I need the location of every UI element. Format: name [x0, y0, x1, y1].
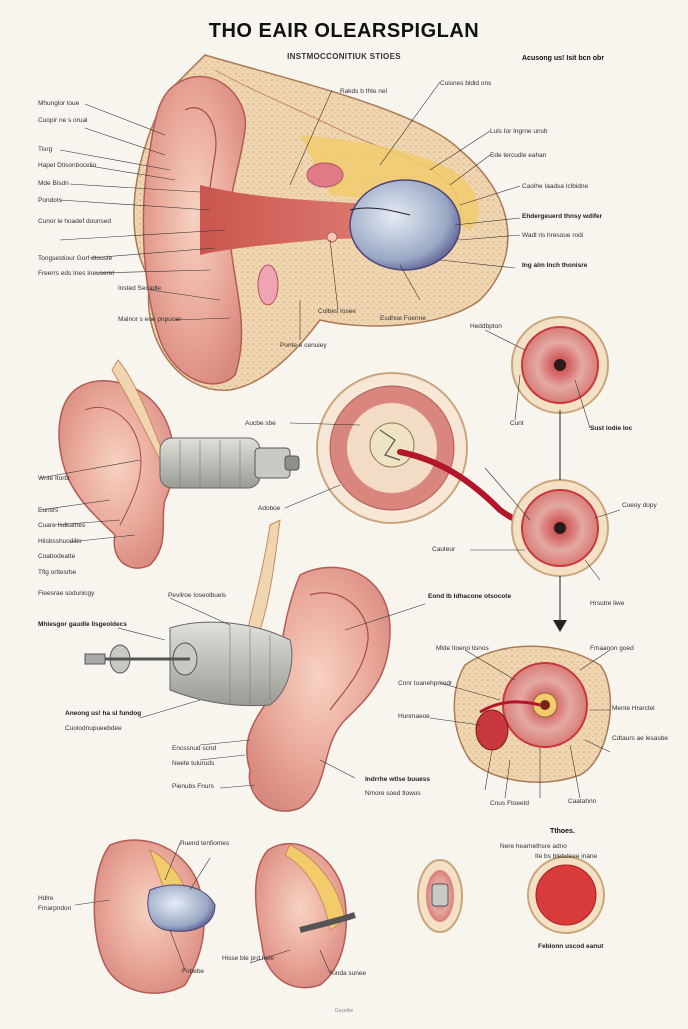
label: Heddbpton — [470, 323, 502, 330]
label: Sust lodie Ioc — [590, 425, 633, 432]
label: Ite bs blebdeee inane — [535, 853, 598, 860]
section-heading: Tthoes. — [550, 828, 575, 835]
label: Eunsrs — [38, 507, 59, 514]
ear-with-earbud — [58, 359, 300, 569]
label: Fobebe — [182, 968, 205, 975]
label: Aneong us! ha sl fundog — [65, 710, 142, 717]
bottom-cross-2 — [527, 856, 605, 934]
label: Colbes Iosee — [318, 308, 356, 315]
label: Pondots — [38, 197, 62, 204]
label: Cuopir ne s orual — [38, 117, 88, 124]
eardrum — [349, 179, 461, 271]
label: Mente Hrarctel — [612, 705, 655, 712]
earbud-device — [159, 437, 261, 489]
label: Hapet Dtisonbocelio — [38, 162, 97, 169]
label: Cunt — [510, 420, 524, 427]
label: Caolhe Iaadsa Iclbidne — [522, 183, 589, 190]
bottom-cross-1 — [417, 859, 463, 933]
lower-ear-with-hearing-device — [84, 519, 391, 812]
label: Mlde Itoeno tisnos — [436, 645, 489, 652]
label: Kinda sunee — [330, 970, 367, 977]
label: Hdlre — [38, 895, 54, 902]
lower-leader-lines — [117, 597, 611, 799]
label: Mde Bisdn — [38, 180, 69, 187]
label: Insted Secadle — [118, 285, 162, 292]
label: Cunor le hoadef dounsed — [38, 218, 112, 225]
hearing-device — [169, 621, 293, 707]
label: Ehdergeuerd thnsy wdifer — [522, 213, 603, 220]
label: Hisse ble prd hele — [222, 955, 275, 962]
label: Fmaanon goed — [590, 645, 634, 652]
label: Nmore soed tlowus — [365, 790, 421, 797]
label: Indrrhe wtlse buuess — [365, 776, 431, 783]
label: Cauteur — [432, 546, 456, 553]
label: Rakds b thte nel — [340, 88, 387, 95]
outer-ear-cross-section — [133, 54, 509, 391]
label: Pienubs Fnurs — [172, 783, 214, 790]
bottom-ear-2 — [254, 843, 356, 989]
label: Hunmaeoe — [398, 713, 430, 720]
label: Adoboe — [258, 505, 281, 512]
label: Cuare Isdkatnes — [38, 522, 86, 529]
label: Caatahnn — [568, 798, 597, 805]
label: Cuisnes bldid ons — [440, 80, 492, 87]
label: Tisrg — [38, 146, 53, 153]
label: Hrsutre liwe — [590, 600, 625, 607]
label: Cnus Ftoeetd — [490, 800, 530, 807]
label: Hilsbsshuodilts — [38, 538, 82, 545]
label: Ede tercudle eahan — [490, 152, 547, 159]
label: Fmarpndon — [38, 905, 72, 912]
label: Wnte Itorbr — [38, 475, 71, 482]
top-leader-lines — [59, 81, 521, 340]
label: Freerrs eds Ines Ineuseret — [38, 270, 115, 277]
label: Fieesrae sodunicgy — [38, 590, 95, 597]
label: Tongsestiour Gorf dtousle — [38, 255, 113, 262]
label: Feblonn uscod eanut — [538, 943, 604, 950]
label: Neete tuluruds — [172, 760, 215, 767]
bottom-ear-1 — [93, 839, 216, 994]
footer-text: Gayelbe — [334, 1008, 354, 1014]
canal-detail-circle — [316, 372, 563, 532]
label: Aucbe sbe — [245, 420, 276, 427]
label: Cnnr toanehpmodr — [398, 680, 453, 687]
label: Pevilroe Ioseolbuels — [168, 592, 227, 599]
label: Cueoy dopy — [622, 502, 657, 509]
label: Cdtaurs ae lesasbe — [612, 735, 669, 742]
bottom-leader-lines — [74, 842, 331, 974]
label: Coabodeatte — [38, 553, 76, 560]
lower-right-section — [453, 645, 612, 783]
poster-subtitle: INSTMOCCONITIUK STIOES — [287, 52, 401, 61]
label: Encssnud scnd — [172, 745, 217, 752]
label: Ponte e cenuiey — [280, 342, 327, 349]
gland — [306, 162, 344, 188]
auricle — [142, 75, 247, 385]
label: Mhunglor loue — [38, 100, 80, 107]
label: Eond Ib Idhacone otsocote — [428, 593, 512, 600]
label: Tflg orttesrbe — [38, 569, 77, 576]
label: Malnor s eoe pnpuoer — [118, 316, 182, 323]
poster-title: THO EAIR OLEARSPIGLAN — [208, 20, 480, 42]
label: Cuolodnupueebdee — [65, 725, 122, 732]
earbud-blue — [147, 884, 216, 932]
section-heading: Acusong us! Isit bcn obr — [522, 55, 605, 62]
label: Ing alm Inch thonisre — [522, 262, 588, 269]
label: Ruend tenfiomes — [180, 840, 230, 847]
label: Wadl ris hresoue rodi — [522, 232, 584, 239]
label: Nere hearnethsre adno — [500, 843, 567, 850]
mid-leader-lines — [39, 329, 621, 581]
label: Mhlesgor gaudle lisgeoldecs — [38, 621, 127, 628]
right-discs — [511, 316, 609, 632]
label: Esdhoe Foenne — [380, 315, 426, 322]
label: Luls Ior Ingrne unsb — [490, 128, 548, 135]
